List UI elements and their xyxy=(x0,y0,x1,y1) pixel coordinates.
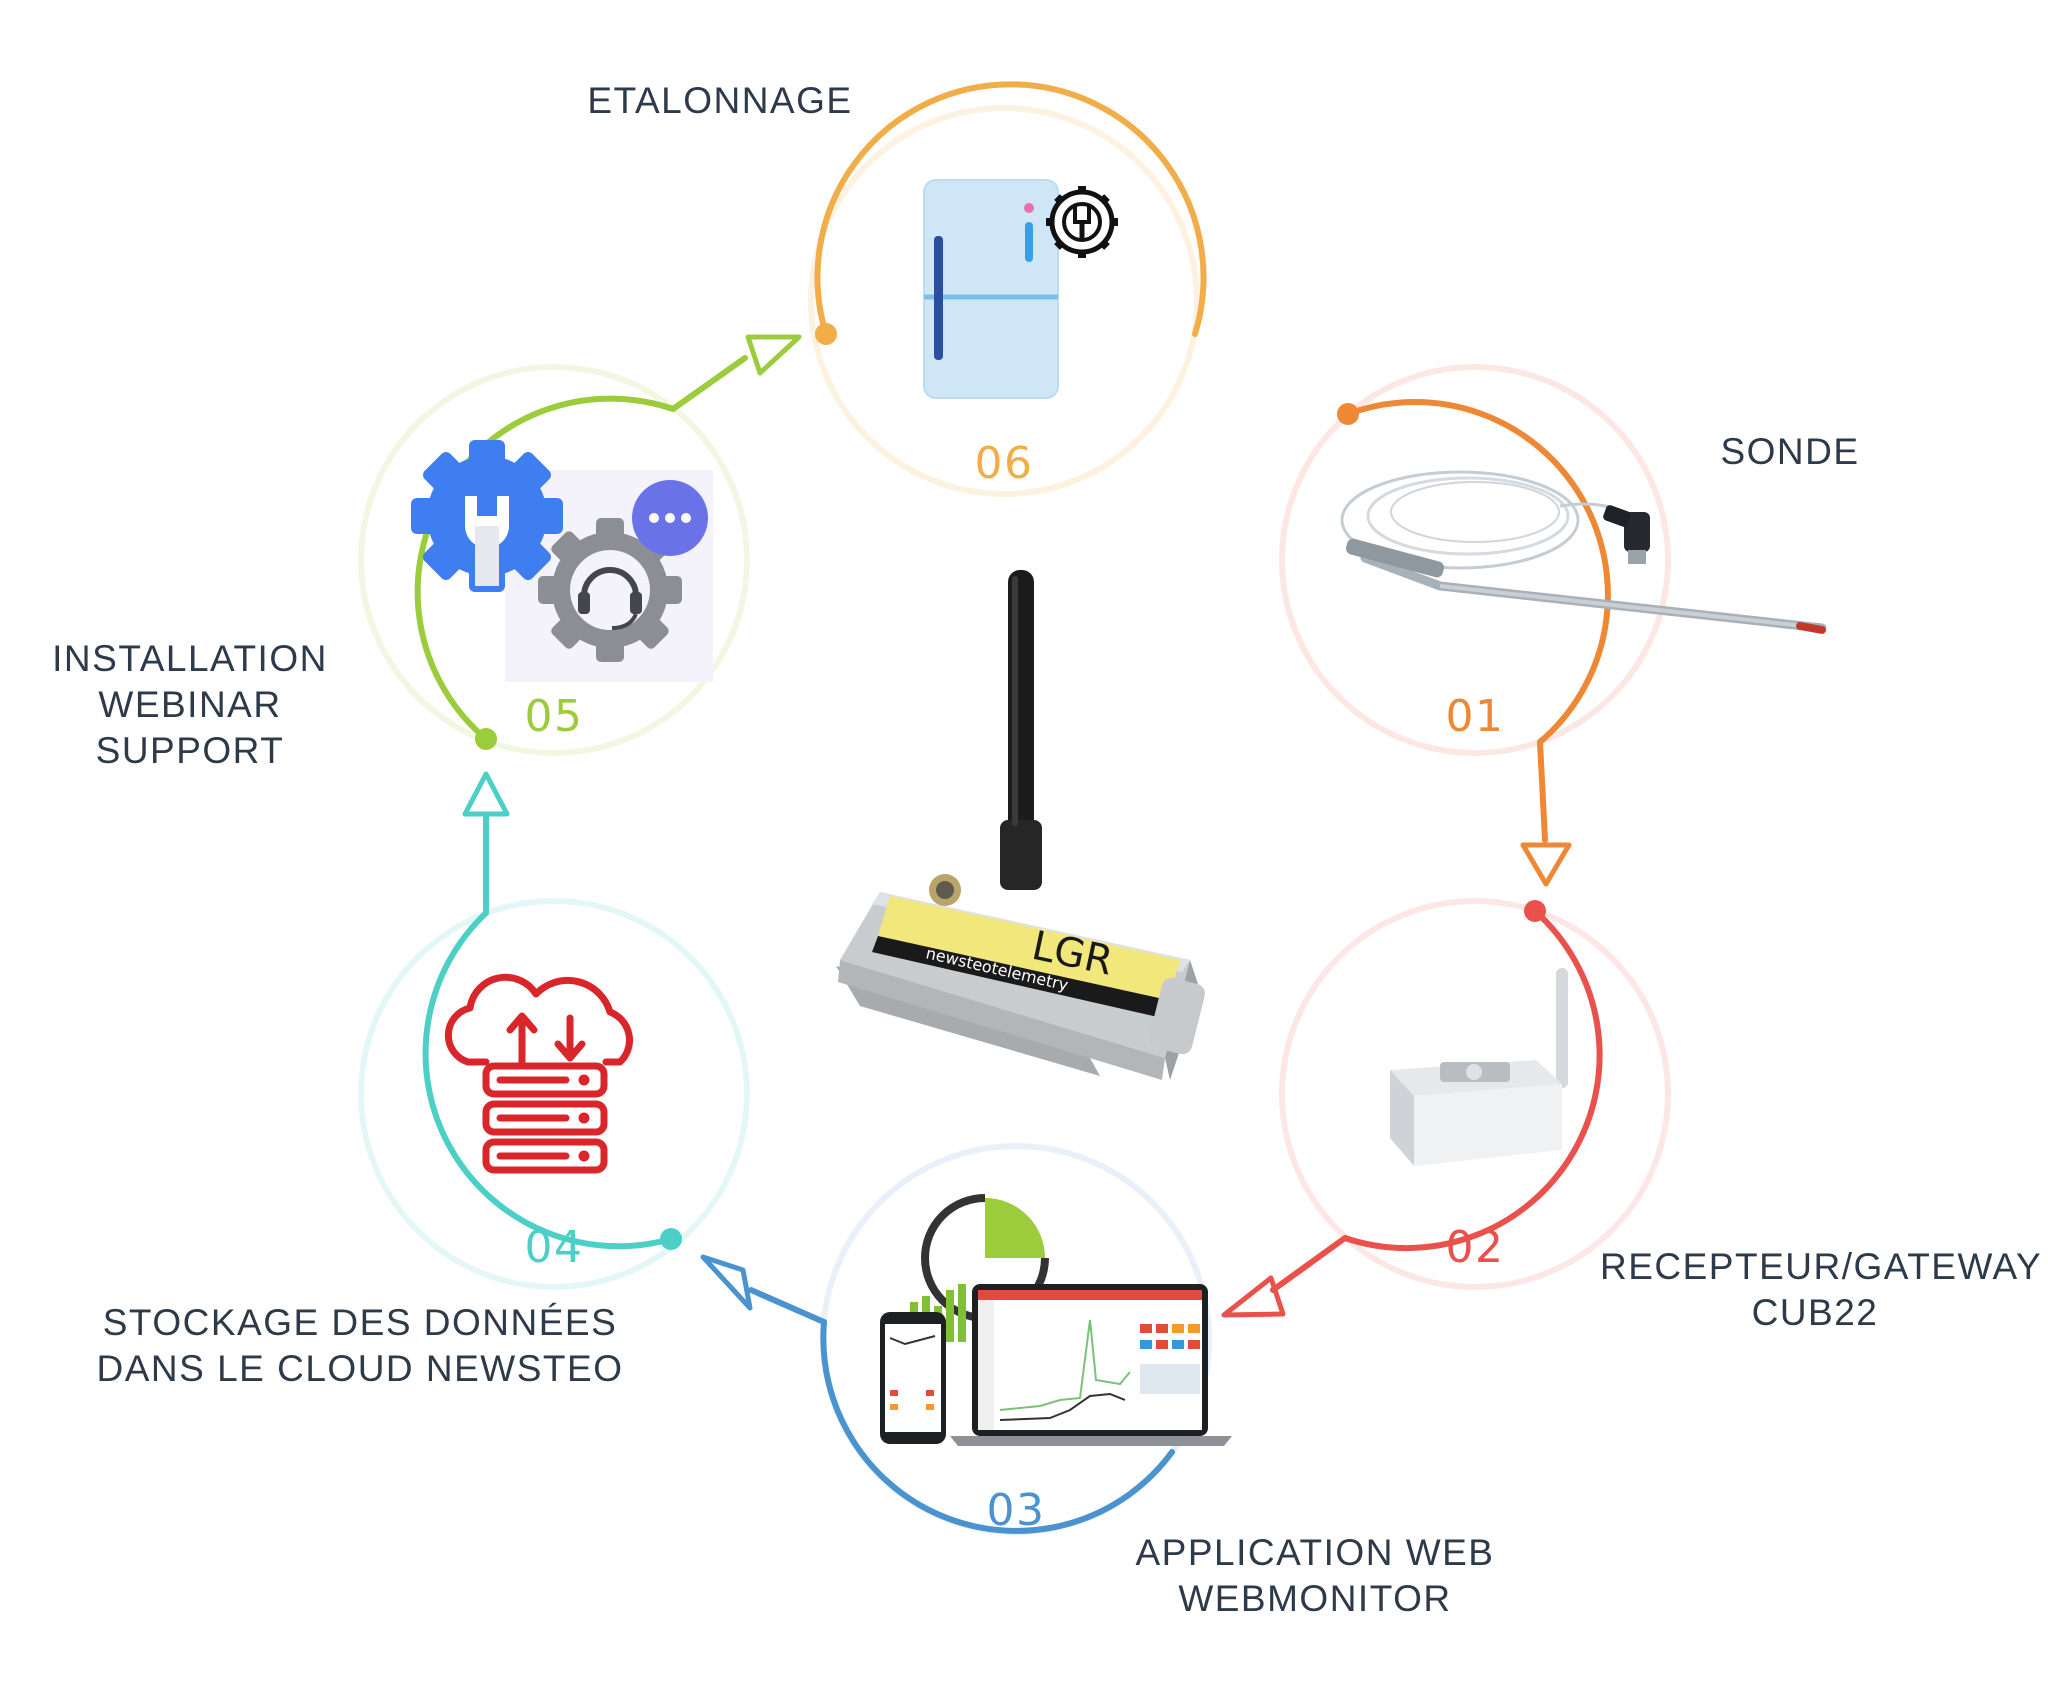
step-05-number: 05 xyxy=(524,691,584,742)
step-04-circle xyxy=(358,898,750,1290)
step-06-circle xyxy=(808,81,1207,497)
arrow-03-to-04 xyxy=(700,1254,827,1325)
temperature-probe xyxy=(1340,470,1827,634)
step-03-caption: APPLICATION WEB WEBMONITOR xyxy=(1135,1532,1495,1619)
step-02-circle xyxy=(1279,898,1671,1290)
step-03-number: 03 xyxy=(986,1485,1046,1536)
arrow-02-to-03 xyxy=(1221,1235,1348,1318)
step-02-number: 02 xyxy=(1445,1222,1505,1273)
step-01-circle xyxy=(1279,364,1671,756)
step-02-caption: RECEPTEUR/GATEWAY CUB22 xyxy=(1600,1246,2043,1333)
arrow-05-to-06 xyxy=(670,334,802,412)
step-05-caption: INSTALLATION WEBINAR SUPPORT xyxy=(52,638,328,771)
step-01-number: 01 xyxy=(1445,691,1505,742)
step-03-circle xyxy=(820,1143,1212,1535)
arrow-01-to-02 xyxy=(1520,739,1572,887)
cloud-server-icon xyxy=(444,973,633,1174)
fridge-calibration-icon xyxy=(923,179,1118,399)
center-logger-device: LGR newsteotelemetry xyxy=(836,570,1205,1080)
step-01-caption: SONDE xyxy=(1720,431,1860,472)
gear-support-icon xyxy=(411,440,713,682)
step-04-number: 04 xyxy=(524,1222,584,1273)
laptop-phone-dashboard xyxy=(880,1194,1232,1446)
gear-wrench-icon xyxy=(1046,186,1118,258)
gateway-receiver xyxy=(1390,968,1568,1166)
step-06-number: 06 xyxy=(974,438,1034,489)
step-06-caption: ETALONNAGE xyxy=(587,80,853,121)
step-04-caption: STOCKAGE DES DONNÉES DANS LE CLOUD NEWST… xyxy=(96,1302,624,1389)
arrow-04-to-05 xyxy=(462,771,510,916)
